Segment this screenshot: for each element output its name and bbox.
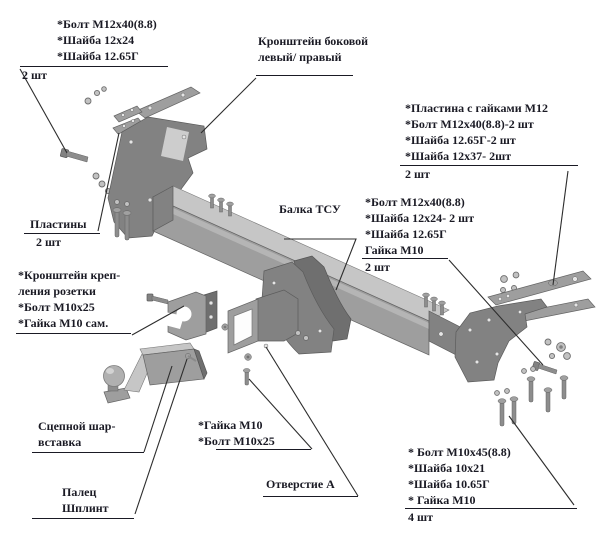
label-rule [216,449,311,450]
label-rule [32,518,134,519]
label-rule [362,258,448,259]
label-rule [32,452,144,453]
receiver-opening [233,308,253,346]
center-receiver-bracket [227,255,352,386]
label-hole-a: Отверстие А [263,476,358,497]
ball-mount [103,342,208,404]
qty: 2 шт [365,260,391,274]
qty: 4 шт [408,510,434,524]
label-rule [16,333,131,334]
qty: 2 шт [22,68,48,82]
label-rule [405,508,577,509]
label-side-bracket: Кронштейн боковой левый/ правый [256,33,368,76]
beam-bolts-left [208,193,234,217]
leader-lines [19,68,575,515]
right-bracket-assembly [454,270,596,427]
socket-bracket [146,290,229,341]
label-beam: Балка ТСУ [279,202,341,216]
label-bolt-set-mid-right: *Болт М12х40(8.8) *Шайба 12х24- 2 шт *Ша… [362,194,474,275]
qty: 2 шт [36,235,62,249]
label-rule [20,66,168,67]
beam-bolts-right [422,292,446,316]
label-rule [24,233,100,234]
label-rule [256,75,353,76]
label-socket-bracket: *Кронштейн креп- ления розетки *Болт М10… [16,267,131,334]
qty: 2 шт [405,167,431,181]
label-nut-bolt-center: *Гайка М10 *Болт М10х25 [198,417,311,450]
label-ball-mount: Сцепной шар- вставка [32,418,144,453]
hitch-ball [103,365,125,387]
label-plate-with-nuts: *Пластина с гайками М12 *Болт М12х40(8.8… [400,100,578,182]
label-plates-left: Пластины 2 шт [24,216,100,250]
label-bolt-set-bottom-right: * Болт М10х45(8.8) *Шайба 10х21 *Шайба 1… [405,444,577,525]
label-rule [263,496,358,497]
label-pin: Палец Шплинт [32,484,134,519]
label-rule [400,165,578,166]
left-bracket-assembly [59,86,208,241]
label-bolt-set-top-left: *Болт М12х40(8.8) *Шайба 12х24 *Шайба 12… [20,16,168,83]
